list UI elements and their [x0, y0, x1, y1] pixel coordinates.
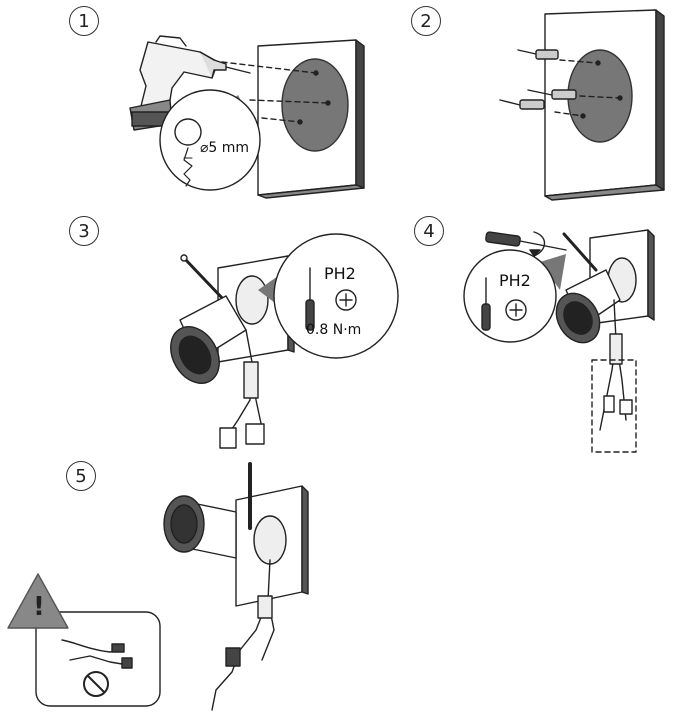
phillips-head-icon — [505, 299, 527, 321]
cable-box-dashed — [591, 359, 637, 453]
step5-illustration — [163, 462, 309, 711]
rj45-connector-icon — [245, 423, 265, 445]
torque-label: 0.8 N·m — [306, 322, 362, 338]
drill-size-label: ⌀5 mm — [200, 140, 250, 156]
warning-symbol: ! — [33, 592, 45, 622]
rotation-arrow-icon — [533, 231, 546, 257]
drill-bit-icon — [183, 147, 193, 187]
step4-illustration — [463, 229, 655, 453]
warning-triangle-icon — [7, 573, 69, 629]
screwdriver-icon — [485, 231, 567, 251]
detail-magnifier — [159, 89, 261, 191]
detail-magnifier — [463, 249, 557, 343]
power-connector-icon — [603, 395, 615, 413]
screwdriver-icon — [481, 277, 491, 331]
no-water-icon — [83, 671, 109, 697]
step3-illustration — [170, 233, 399, 449]
step-number-badge: 3 — [69, 216, 99, 246]
screwdriver-icon — [305, 267, 315, 331]
power-connector-icon — [219, 427, 237, 449]
screw-anchor-icon — [499, 99, 545, 110]
screw-anchor-icon — [527, 89, 577, 100]
step-number-badge: 5 — [66, 461, 96, 491]
screw-anchor-icon — [517, 49, 559, 60]
bit-type-label: PH2 — [324, 264, 356, 283]
camera-icon — [163, 495, 237, 559]
bit-type-label: PH2 — [499, 271, 531, 290]
detail-magnifier — [273, 233, 399, 359]
warning-illustration — [7, 573, 161, 707]
rj45-connector-icon — [619, 399, 633, 415]
step-number-badge: 2 — [411, 6, 441, 36]
phillips-head-icon — [335, 289, 357, 311]
drill-icon — [129, 35, 251, 131]
mount-template — [281, 58, 349, 152]
step-number-badge: 1 — [69, 6, 99, 36]
camera-icon — [555, 269, 621, 344]
step-number-badge: 4 — [414, 216, 444, 246]
step2-illustration — [499, 9, 665, 201]
camera-icon — [170, 295, 247, 384]
step1-illustration — [129, 35, 365, 199]
